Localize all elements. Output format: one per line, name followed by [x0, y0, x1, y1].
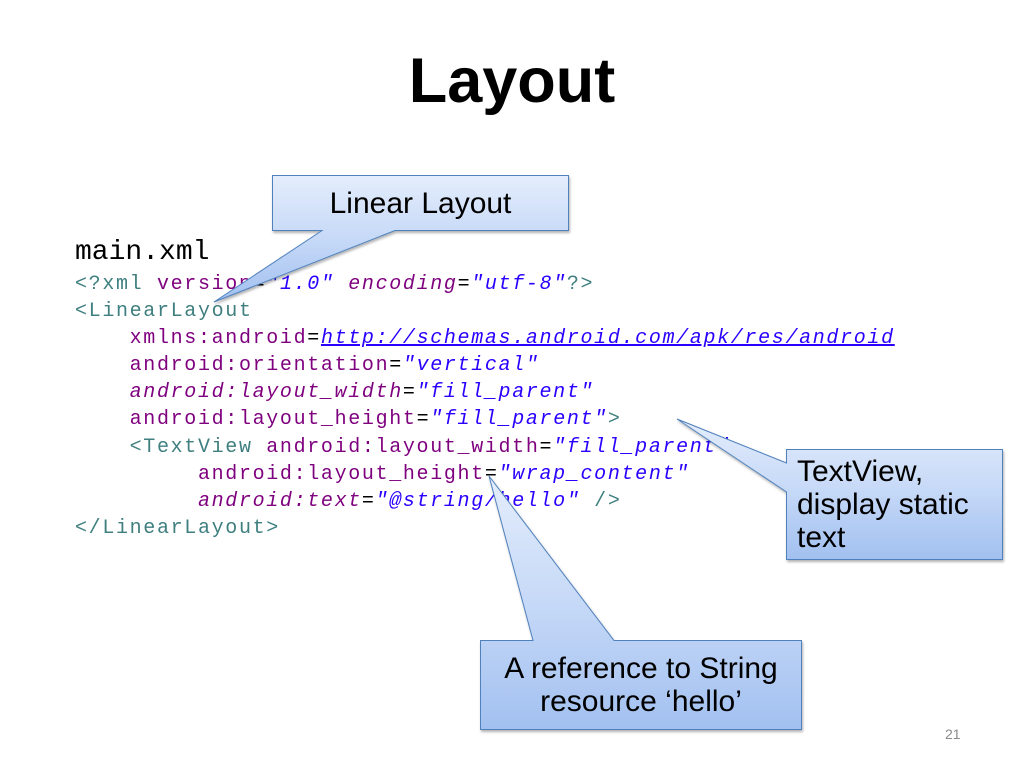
code-line-orientation: android:orientation="vertical" — [75, 352, 895, 379]
attr-name-text: android:text — [75, 489, 362, 513]
attr-value-encoding: "utf-8" — [471, 273, 567, 296]
xml-declaration-open: <?xml — [75, 273, 144, 296]
equals-sign: = — [416, 408, 431, 432]
callout-bubble-string-reference — [480, 475, 802, 730]
attr-name-textview-height: android:layout_height — [75, 462, 485, 486]
code-filename: main.xml — [75, 237, 210, 268]
code-line-textview-text: android:text="@string/hello" /> — [75, 488, 895, 515]
equals-sign: = — [389, 354, 403, 378]
code-line-xml-declaration: <?xml version="1.0" encoding="utf-8"?> — [75, 271, 895, 298]
slide-title: Layout — [408, 46, 616, 116]
attr-name-encoding: encoding — [334, 273, 458, 296]
code-line-layout-width: android:layout_width="fill_parent" — [75, 379, 895, 406]
attr-value-layout-height: "fill_parent" — [430, 408, 608, 432]
code-listing: <?xml version="1.0" encoding="utf-8"?> <… — [75, 271, 895, 542]
attr-name-version: version — [143, 273, 253, 296]
callout-string-reference-line: A reference to String — [504, 652, 778, 685]
callout-bubble-linear-layout — [213, 175, 569, 303]
attr-value-version: "1.0" — [266, 273, 335, 296]
equals-sign: = — [402, 381, 417, 405]
equals-sign: = — [361, 489, 376, 513]
attr-value-orientation: "vertical" — [402, 354, 540, 378]
callout-textview-line: text — [797, 521, 846, 554]
attr-name-xmlns: xmlns:android — [75, 327, 308, 351]
code-line-textview-height: android:layout_height="wrap_content" — [75, 461, 895, 488]
attr-value-textview-height: "wrap_content" — [498, 462, 690, 486]
code-line-xmlns: xmlns:android=http://schemas.android.com… — [75, 325, 895, 352]
tag-close-bracket: > — [607, 408, 622, 432]
tag-linearlayout-open: <LinearLayout — [75, 300, 253, 324]
attr-value-string-hello: "@string/hello" — [375, 489, 581, 513]
attr-name-orientation: android:orientation — [75, 354, 390, 378]
callout-bubble-textview — [676, 418, 1003, 560]
tag-textview-open: <TextView — [75, 435, 253, 459]
code-line-linearlayout-open: <LinearLayout — [75, 298, 895, 325]
tag-self-close: /> — [580, 489, 622, 513]
attr-name-layout-width: android:layout_width — [75, 381, 403, 405]
equals-sign: = — [539, 435, 554, 459]
schema-url-link[interactable]: http://schemas.android.com/apk/res/andro… — [320, 327, 895, 351]
attr-value-layout-width: "fill_parent" — [416, 381, 595, 405]
code-line-layout-height: android:layout_height="fill_parent"> — [75, 406, 895, 433]
equals-sign: = — [457, 273, 472, 296]
equals-sign: = — [484, 462, 499, 486]
tag-linearlayout-close: </LinearLayout> — [75, 516, 280, 540]
xml-declaration-close: ?> — [566, 273, 595, 296]
code-line-textview-open: <TextView android:layout_width="fill_par… — [75, 434, 895, 461]
page-number: 21 — [945, 726, 961, 742]
attr-name-textview-width: android:layout_width — [252, 435, 540, 459]
code-line-linearlayout-close: </LinearLayout> — [75, 515, 895, 542]
callout-string-reference: A reference to String resource ‘hello’ — [480, 640, 802, 730]
callout-textview: TextView, display static text — [786, 449, 1003, 560]
callout-linear-layout: Linear Layout — [272, 175, 569, 231]
callout-string-reference-line: resource ‘hello’ — [540, 685, 742, 718]
callout-textview-line: TextView, — [797, 455, 924, 488]
equals-sign: = — [307, 327, 321, 351]
attr-name-layout-height: android:layout_height — [75, 408, 417, 432]
attr-value-textview-width: "fill_parent" — [553, 435, 731, 459]
callout-textview-line: display static — [797, 488, 969, 521]
callout-linear-layout-text: Linear Layout — [329, 186, 512, 220]
